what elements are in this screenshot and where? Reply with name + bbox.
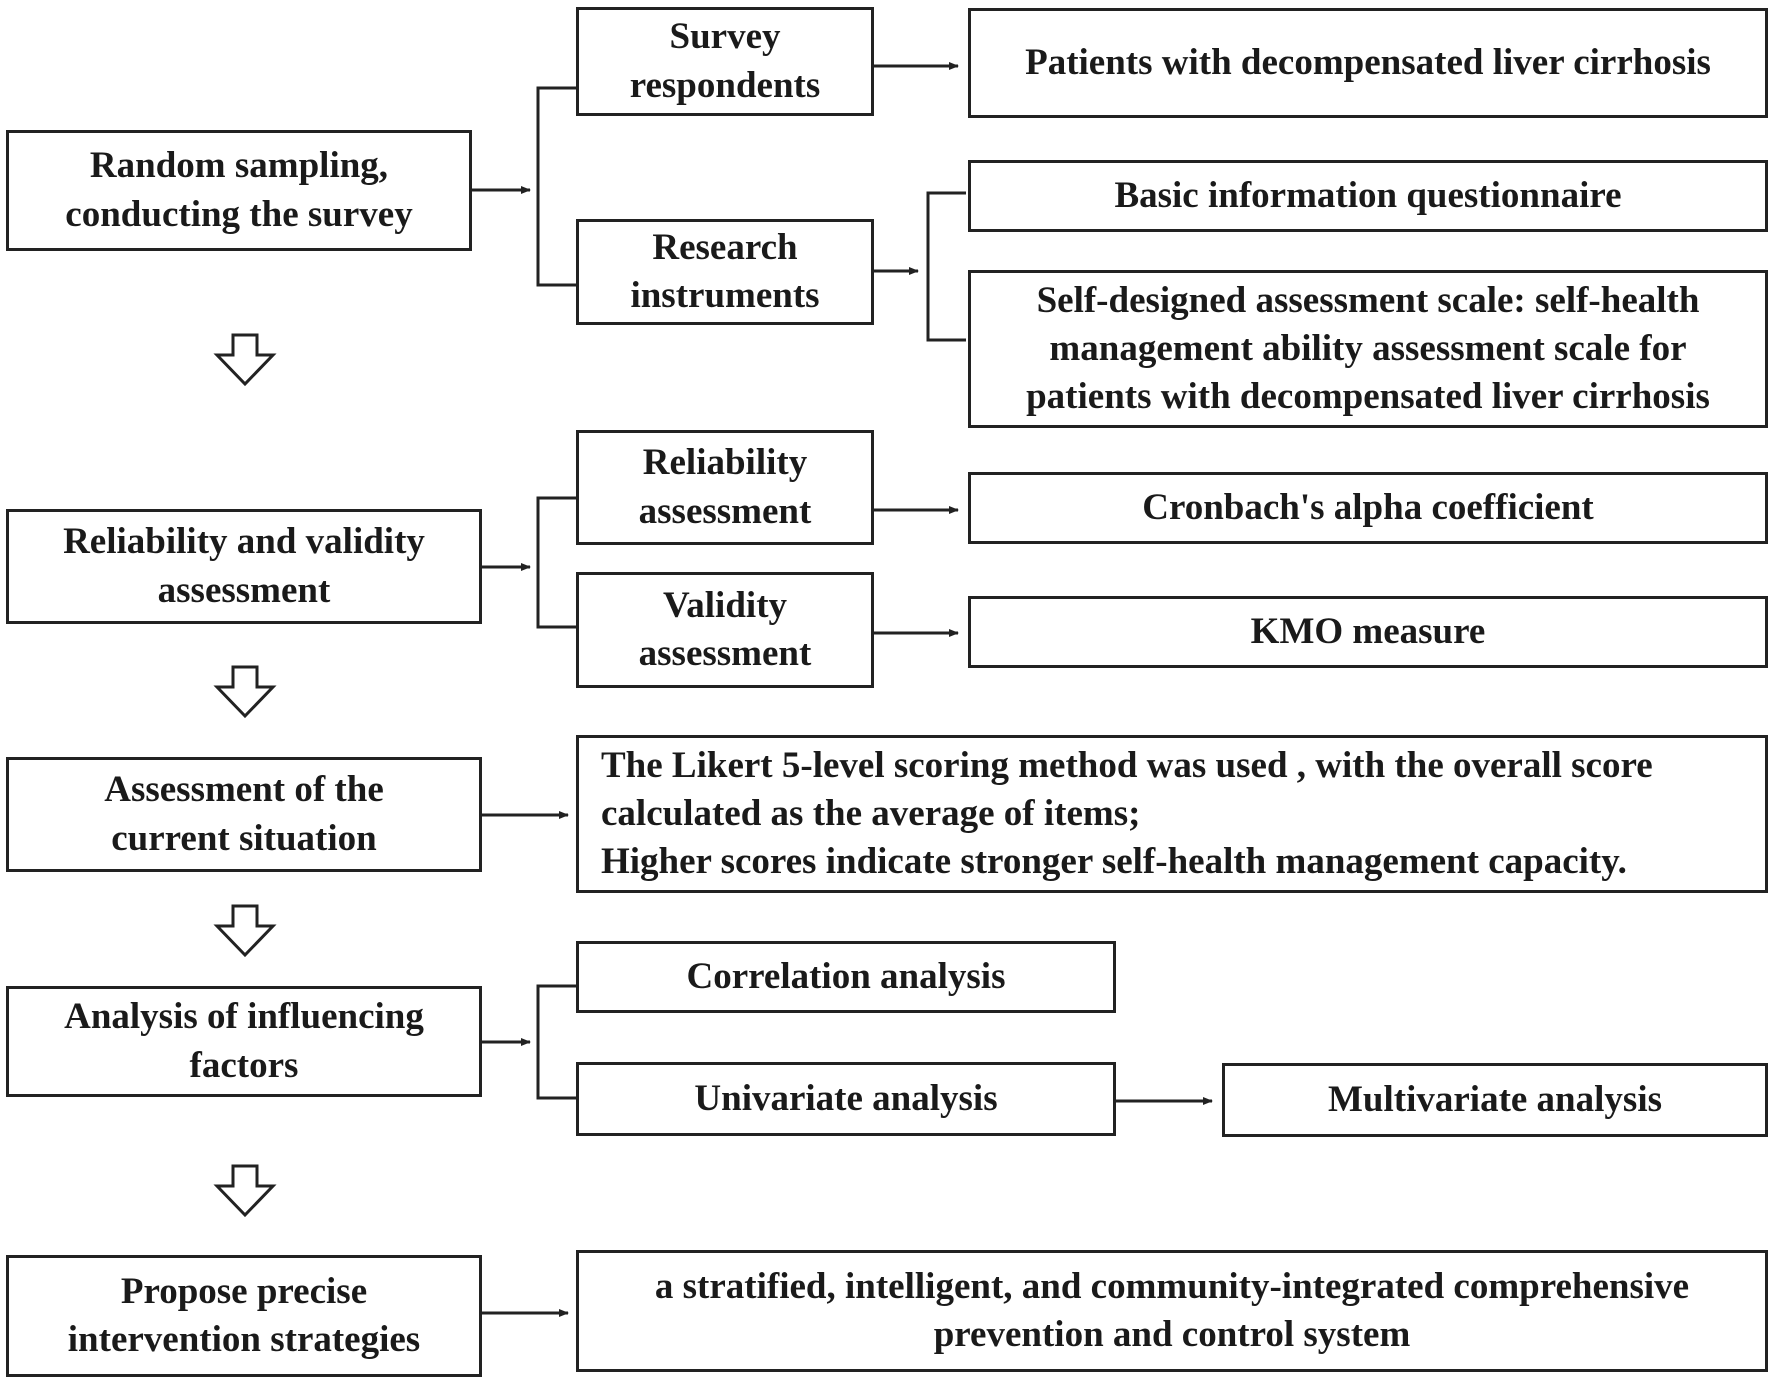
kmo-measure-label: KMO measure [1250,610,1486,652]
box-self-designed-scale: Self-designed assessment scale: self-hea… [968,270,1768,428]
down-arrow-4-icon [213,1164,277,1218]
box-reliability-assessment: Reliability assessment [576,430,874,545]
down-arrow-3-icon [213,904,277,958]
box-likert-method: The Likert 5-level scoring method was us… [576,735,1768,893]
box-correlation-analysis: Correlation analysis [576,941,1116,1013]
box-kmo-measure: KMO measure [968,596,1768,668]
box-patients-decompensated: Patients with decompensated liver cirrho… [968,8,1768,118]
down-arrow-2-icon [213,665,277,719]
prevention-system-text: a stratified, intelligent, and community… [654,1265,1690,1355]
survey-respondents-label: Survey respondents [629,16,821,106]
research-instruments-label: Research instruments [630,226,820,316]
reliability-assessment-label: Reliability assessment [638,442,812,532]
basic-information-label: Basic information questionnaire [1114,174,1622,216]
step-intervention-strategies-label: Propose precise intervention strategies [67,1270,421,1360]
bracket-instruments [926,191,966,342]
bracket-s4 [536,984,578,1100]
step-reliability-validity-label: Reliability and validity assessment [63,521,425,611]
box-univariate-analysis: Univariate analysis [576,1062,1116,1136]
step-influencing-factors: Analysis of influencing factors [6,986,482,1097]
correlation-analysis-label: Correlation analysis [686,955,1006,997]
multivariate-analysis-label: Multivariate analysis [1327,1078,1662,1120]
step-current-situation-label: Assessment of the current situation [104,769,384,859]
likert-method-text: The Likert 5-level scoring method was us… [601,744,1653,883]
step-current-situation: Assessment of the current situation [6,757,482,872]
down-arrow-1-icon [213,333,277,387]
step-random-sampling: Random sampling, conducting the survey [6,130,472,251]
box-validity-assessment: Validity assessment [576,572,874,688]
box-cronbach-alpha: Cronbach's alpha coefficient [968,472,1768,544]
box-survey-respondents: Survey respondents [576,7,874,116]
patients-decompensated-label: Patients with decompensated liver cirrho… [1025,41,1711,83]
box-prevention-system: a stratified, intelligent, and community… [576,1250,1768,1372]
box-research-instruments: Research instruments [576,219,874,325]
self-designed-scale-label: Self-designed assessment scale: self-hea… [1026,279,1710,418]
univariate-analysis-label: Univariate analysis [694,1077,998,1119]
box-basic-information: Basic information questionnaire [968,160,1768,232]
step-intervention-strategies: Propose precise intervention strategies [6,1255,482,1377]
cronbach-alpha-label: Cronbach's alpha coefficient [1142,486,1594,528]
step-random-sampling-label: Random sampling, conducting the survey [65,145,413,235]
step-reliability-validity: Reliability and validity assessment [6,509,482,624]
step-influencing-factors-label: Analysis of influencing factors [64,996,424,1086]
validity-assessment-label: Validity assessment [638,584,812,674]
bracket-s2 [536,496,578,629]
box-multivariate-analysis: Multivariate analysis [1222,1063,1768,1137]
